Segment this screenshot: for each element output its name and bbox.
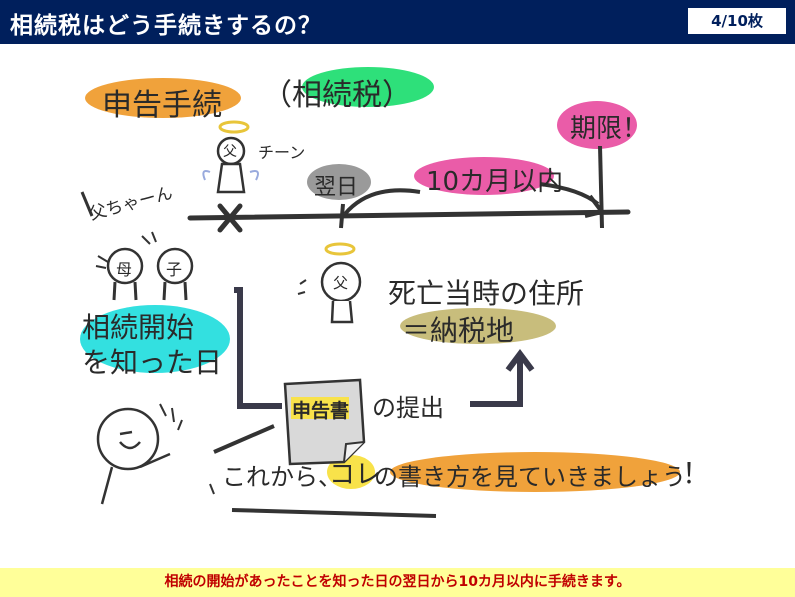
kore-highlight — [327, 455, 375, 489]
child-face-text: 子 — [166, 260, 183, 279]
mother-face-text: 母 — [116, 260, 133, 279]
caption-highlight — [390, 452, 680, 492]
next-day-text: 翌日 — [314, 175, 359, 200]
illustration-drawing — [80, 67, 680, 518]
caption-part5: ！ — [682, 457, 711, 490]
ten-months-text: 10カ月以内 — [426, 167, 564, 197]
ten-months-highlight — [414, 157, 554, 195]
footer-note: 相続の開始があったことを知った日の翌日から10カ月以内に手続きます。 — [0, 568, 795, 597]
address-line2: ＝納税地 — [402, 314, 515, 347]
timeline — [187, 209, 631, 221]
illustration: 申告手続 （相続税） チーン 父ちゃーん 翌日 10カ月以内 期限！ 父 母 子… — [0, 44, 795, 565]
ghost-face-text: 父 — [333, 274, 349, 292]
start-highlight — [80, 305, 230, 373]
deadline-text: 期限！ — [570, 114, 649, 144]
address-line1: 死亡当時の住所 — [388, 277, 585, 310]
start-known-line1: 相続開始 — [82, 311, 195, 344]
caption-part2: コレ — [329, 460, 382, 490]
form-label-text: 申告書 — [292, 400, 350, 422]
page-indicator: 4/10枚 — [687, 7, 787, 35]
start-known-line2: を知った日 — [82, 346, 223, 379]
heading-highlight — [85, 78, 241, 118]
presenter-figure — [96, 407, 160, 471]
caption-part1: これから、 — [222, 463, 342, 491]
heading-paren-text: （相続税） — [262, 78, 412, 113]
caption-part3: の — [374, 463, 398, 491]
death-sound-text: チーン — [258, 143, 306, 162]
father-face-text: 父 — [223, 144, 237, 160]
submit-text: の提出 — [372, 394, 444, 422]
tax-highlight — [302, 67, 434, 107]
next-day-highlight — [307, 164, 371, 200]
heading-text: 申告手続 — [102, 88, 222, 123]
page-title: 相続税はどう手続きするの？ — [10, 13, 322, 39]
caption-part4: 書き方を見ていきましょう — [398, 463, 686, 491]
deadline-highlight — [557, 101, 637, 149]
address-highlight — [400, 308, 556, 344]
header-bar: 相続税はどう手続きするの？ 4/10枚 — [0, 0, 795, 44]
